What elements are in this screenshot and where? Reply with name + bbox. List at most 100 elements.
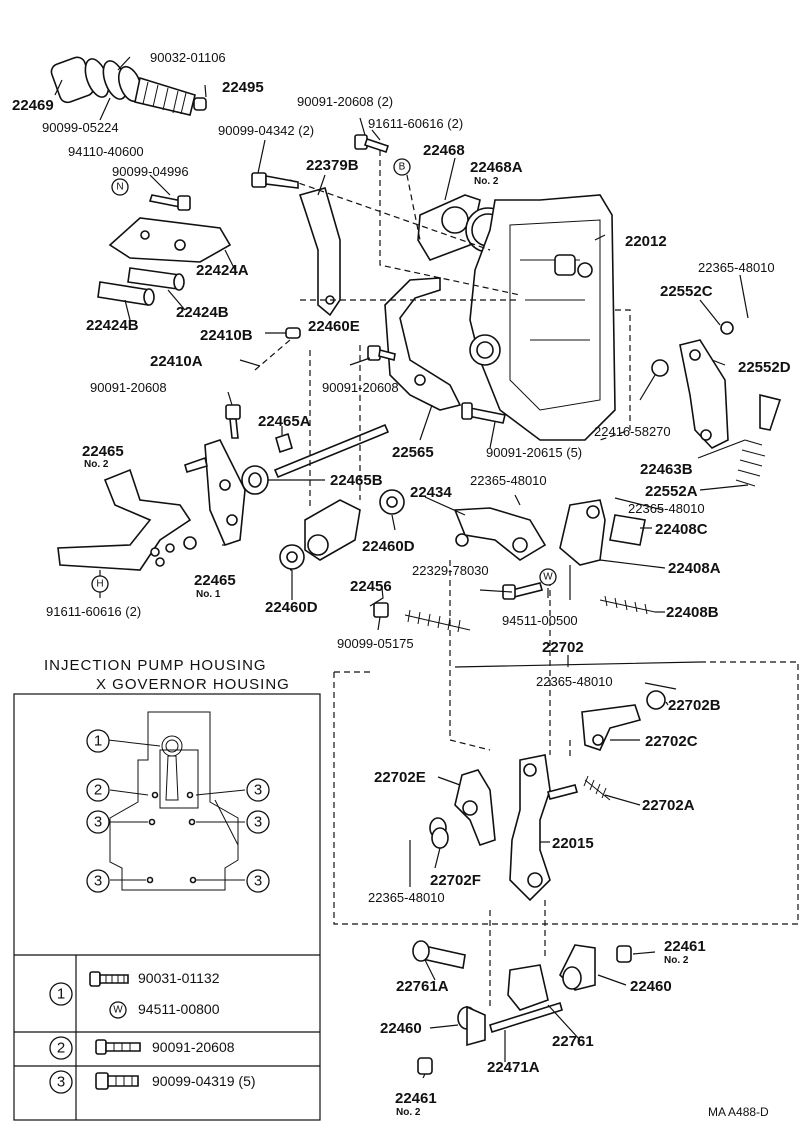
housing-legend-panel: INJECTION PUMP HOUSING X GOVERNOR HOUSIN… — [13, 657, 321, 1121]
legend-title-line-1: INJECTION PUMP HOUSING — [44, 657, 267, 674]
part-label: No. 2 — [396, 1107, 421, 1118]
washer-icon — [109, 1001, 127, 1019]
housing-position-markers: 1 2 3 3 3 3 3 — [86, 729, 270, 893]
callout-markers: B N H W — [91, 158, 557, 593]
part-label: 90091-20615 (5) — [486, 445, 582, 460]
part-label: 94110-40600 — [68, 144, 144, 159]
part-label: 22468 — [423, 142, 465, 159]
marker-3: 3 — [254, 873, 262, 890]
part-label: 22552D — [738, 359, 791, 376]
marker-3: 3 — [254, 782, 262, 799]
part-label: 22365-48010 — [536, 674, 613, 689]
part-label: 22456 — [350, 578, 392, 595]
part-label: 22012 — [625, 233, 667, 250]
figure-code: MA A488-D — [708, 1105, 769, 1119]
marker-3: 3 — [94, 873, 102, 890]
part-label: 22465B — [330, 472, 383, 489]
part-label: 22434 — [410, 484, 452, 501]
part-label: 22365-48010 — [628, 501, 705, 516]
part-label: 90099-04342 (2) — [218, 123, 314, 138]
part-label: 22465 — [194, 572, 236, 589]
part-label: 22410B — [200, 327, 253, 344]
callout-n: N — [116, 182, 123, 193]
legend-part-number: 90031-01132 — [138, 970, 220, 986]
marker-3: 3 — [254, 814, 262, 831]
part-label: 22461 — [395, 1090, 437, 1107]
part-label: 22702C — [645, 733, 698, 750]
part-label: 22702 — [542, 639, 584, 656]
part-label: 22552C — [660, 283, 713, 300]
part-label: 90091-20608 (2) — [297, 94, 393, 109]
part-label: 94511-00500 — [502, 613, 578, 628]
part-label: No. 2 — [474, 176, 499, 187]
part-label: 91611-60616 (2) — [46, 604, 141, 619]
part-label: 22761 — [552, 1033, 594, 1050]
part-label: 22465 — [82, 443, 124, 460]
part-label: 22408C — [655, 521, 708, 538]
part-label: 22702B — [668, 697, 721, 714]
part-label: 22365-48010 — [368, 890, 445, 905]
part-label: 22463B — [640, 461, 693, 478]
marker-3: 3 — [94, 814, 102, 831]
callout-h: H — [96, 579, 103, 590]
bolt-icon — [95, 1039, 141, 1055]
part-label: 22460D — [362, 538, 415, 555]
part-label: 91611-60616 (2) — [368, 116, 463, 131]
bolt-icon — [95, 1072, 139, 1090]
part-label: 22424A — [196, 262, 249, 279]
part-label: 22469 — [12, 97, 54, 114]
part-label: No. 2 — [664, 955, 689, 966]
part-label: 22460 — [380, 1020, 422, 1037]
part-label: No. 2 — [84, 459, 109, 470]
part-label: 22329-78030 — [412, 563, 489, 578]
part-label: 90032-01106 — [150, 50, 226, 65]
legend-part-number: 90091-20608 — [152, 1039, 235, 1055]
part-label: 22460E — [308, 318, 360, 335]
legend-table: 1 90031-01132 W 94511-00800 2 90091-2060… — [49, 970, 256, 1094]
part-label: 22408B — [666, 604, 719, 621]
legend-row-number: 3 — [57, 1074, 65, 1091]
part-label: 22379B — [306, 157, 359, 174]
part-label: 22460 — [630, 978, 672, 995]
part-label: 22702A — [642, 797, 695, 814]
part-label: 90099-04996 — [112, 164, 189, 179]
part-label: 22424B — [176, 304, 229, 321]
legend-row-number: 1 — [57, 986, 65, 1003]
legend-part-number: 90099-04319 (5) — [152, 1073, 256, 1089]
part-label: 90099-05224 — [42, 120, 119, 135]
part-labels: 90032-01106 22495 22469 90099-05224 9009… — [12, 50, 791, 1118]
bolt-icon — [89, 971, 129, 987]
washer-icon-label: W — [113, 1005, 123, 1016]
legend-row-number: 2 — [57, 1040, 65, 1057]
part-label: 90091-20608 — [322, 380, 399, 395]
part-label: 22465A — [258, 413, 311, 430]
part-label: 22424B — [86, 317, 139, 334]
housing-outline — [107, 711, 246, 891]
part-label: 22495 — [222, 79, 264, 96]
legend-part-number: 94511-00800 — [138, 1001, 220, 1017]
part-label: 22408A — [668, 560, 721, 577]
part-label: 22761A — [396, 978, 449, 995]
part-label: 22461 — [664, 938, 706, 955]
part-label: 22410A — [150, 353, 203, 370]
part-label: 22552A — [645, 483, 698, 500]
part-label: 22015 — [552, 835, 594, 852]
part-label: 22471A — [487, 1059, 540, 1076]
part-label: 90091-20608 — [90, 380, 167, 395]
part-label: 22416-58270 — [594, 424, 671, 439]
callout-b: B — [399, 162, 406, 173]
part-drawings — [50, 56, 799, 1079]
part-label: 22702F — [430, 872, 481, 889]
part-label: 90099-05175 — [337, 636, 414, 651]
part-label: 22365-48010 — [470, 473, 547, 488]
part-label: 22365-48010 — [698, 260, 775, 275]
part-label: 22702E — [374, 769, 426, 786]
part-label: No. 1 — [196, 589, 221, 600]
part-label: 22565 — [392, 444, 434, 461]
part-label: 22460D — [265, 599, 318, 616]
callout-w: W — [543, 572, 553, 583]
marker-2: 2 — [94, 782, 102, 799]
marker-1: 1 — [94, 733, 102, 750]
legend-title-line-2: X GOVERNOR HOUSING — [96, 676, 290, 693]
